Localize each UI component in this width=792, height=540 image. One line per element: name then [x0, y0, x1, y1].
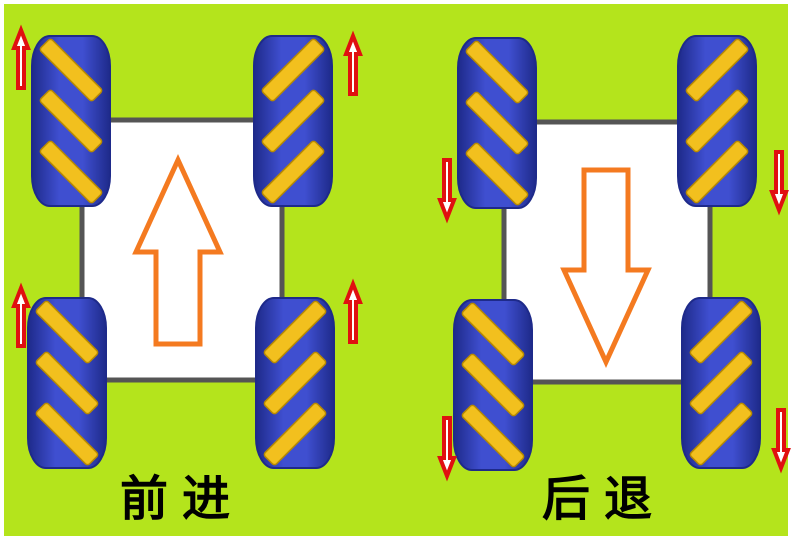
wheel-roller: [685, 89, 749, 153]
mecanum-wheel-icon: [31, 35, 111, 207]
wheel-roller: [465, 142, 529, 206]
mecanum-wheel-icon: [677, 35, 757, 207]
wheel-roller: [261, 89, 325, 153]
red-arrow-icon: [771, 408, 791, 474]
wheel-roller: [263, 402, 327, 466]
wheel-roller: [35, 300, 99, 364]
wheel-roller: [261, 38, 325, 102]
wheel-roller: [39, 140, 103, 204]
red-arrow-icon: [343, 30, 363, 96]
caption-backward: 后退: [542, 471, 666, 527]
wheel-roller: [263, 351, 327, 415]
caption-forward: 前进: [120, 471, 244, 527]
wheel-roller: [685, 140, 749, 204]
wheel-roller: [465, 91, 529, 155]
wheel-roller: [689, 351, 753, 415]
wheel-roller: [689, 300, 753, 364]
orange-arrow-icon: [132, 153, 224, 347]
wheel-roller: [261, 140, 325, 204]
wheel-roller: [39, 38, 103, 102]
wheel-roller: [465, 40, 529, 104]
red-arrow-icon: [11, 282, 31, 348]
mecanum-wheel-icon: [457, 37, 537, 209]
mecanum-wheel-icon: [681, 297, 761, 469]
mecanum-wheel-icon: [453, 299, 533, 471]
mecanum-wheel-icon: [255, 297, 335, 469]
panel-backward: [437, 35, 791, 482]
wheel-roller: [461, 302, 525, 366]
orange-arrow-icon: [560, 167, 652, 369]
mecanum-wheel-icon: [27, 297, 107, 469]
mecanum-wheel-icon: [253, 35, 333, 207]
red-arrow-icon: [437, 416, 457, 482]
wheel-roller: [461, 404, 525, 468]
wheel-roller: [35, 402, 99, 466]
wheel-roller: [263, 300, 327, 364]
wheel-roller: [461, 353, 525, 417]
red-arrow-icon: [11, 24, 31, 90]
red-arrow-icon: [343, 278, 363, 344]
red-arrow-icon: [769, 150, 789, 216]
panel-forward: [11, 24, 363, 469]
red-arrow-icon: [437, 158, 457, 224]
wheel-roller: [689, 402, 753, 466]
wheel-roller: [35, 351, 99, 415]
wheel-roller: [685, 38, 749, 102]
wheel-roller: [39, 89, 103, 153]
